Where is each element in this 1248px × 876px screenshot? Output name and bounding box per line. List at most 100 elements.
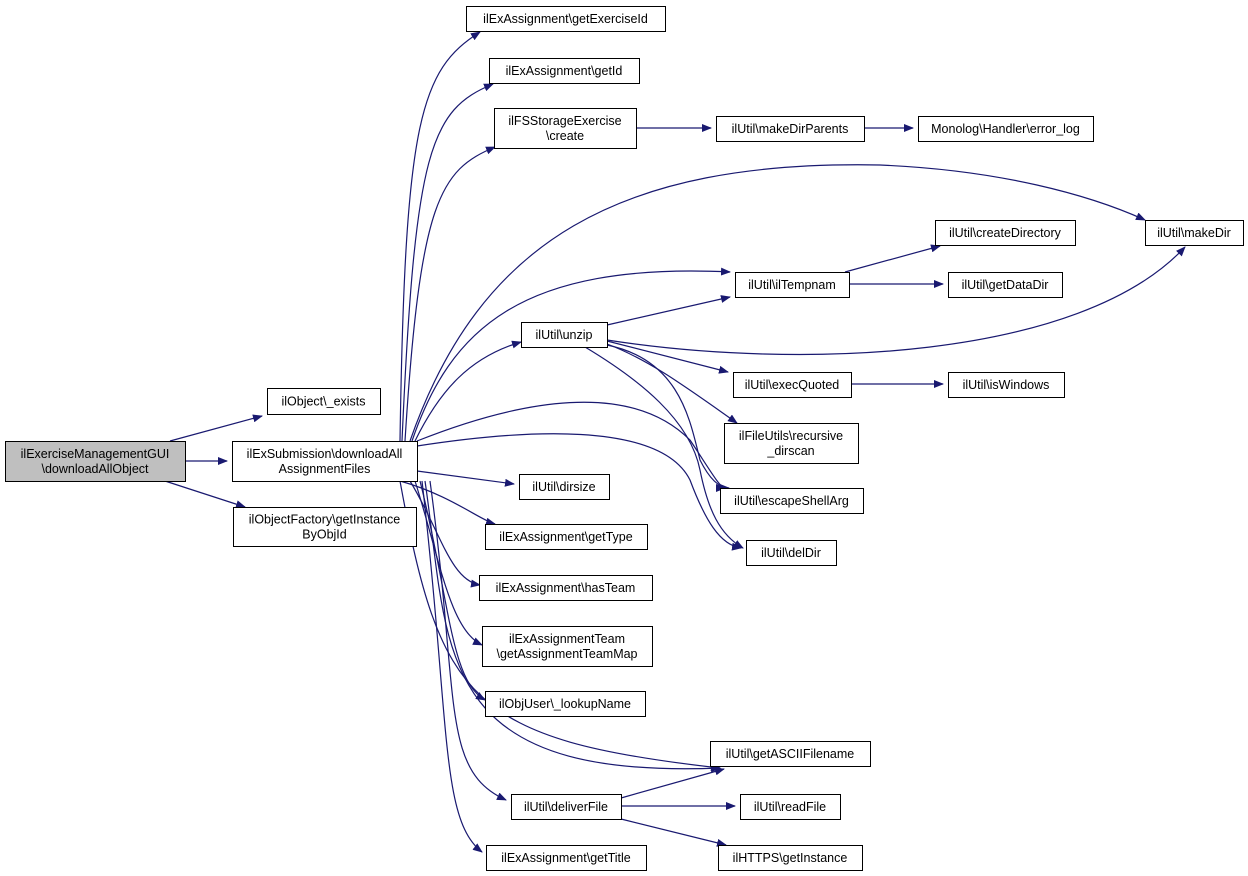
node-tempnam[interactable]: ilUtil\ilTempnam	[735, 272, 850, 298]
node-label: ilHTTPS\getInstance	[733, 851, 848, 865]
node-label: ilFSStorageExercise	[508, 114, 621, 128]
node-box	[733, 372, 852, 398]
node-get-title[interactable]: ilExAssignment\getTitle	[486, 845, 647, 871]
edge-dl-files-to-unzip	[414, 340, 522, 442]
edge-dl-files-to-make-dir	[409, 164, 1146, 442]
node-box	[740, 794, 841, 820]
node-lookup-name[interactable]: ilObjUser\_lookupName	[485, 691, 646, 717]
node-box	[5, 441, 186, 482]
node-label: ilObject\_exists	[281, 395, 365, 409]
edge-dl-files-to-get-id	[401, 83, 494, 442]
node-deliver-file[interactable]: ilUtil\deliverFile	[511, 794, 622, 820]
node-box	[735, 272, 850, 298]
node-ascii-filename[interactable]: ilUtil\getASCIIFilename	[710, 741, 871, 767]
node-label: ilUtil\deliverFile	[524, 800, 608, 814]
node-obj-exists[interactable]: ilObject\_exists	[267, 388, 381, 415]
node-box	[232, 441, 418, 482]
edge-dl-files-to-has-team	[409, 480, 481, 588]
node-root[interactable]: ilExerciseManagementGUI\downloadAllObjec…	[5, 441, 186, 482]
node-label: \create	[546, 129, 584, 143]
node-box	[485, 524, 648, 550]
node-box	[746, 540, 837, 566]
node-fs-create[interactable]: ilFSStorageExercise\create	[494, 108, 637, 149]
node-label: _dirscan	[766, 444, 814, 458]
node-team-map[interactable]: ilExAssignmentTeam\getAssignmentTeamMap	[482, 626, 653, 667]
node-box	[267, 388, 381, 415]
edge-unzip-to-tempnam	[606, 295, 731, 326]
node-https-instance[interactable]: ilHTTPS\getInstance	[718, 845, 863, 871]
edge-unzip-to-exec-quoted	[606, 340, 729, 374]
node-data-dir[interactable]: ilUtil\getDataDir	[948, 272, 1063, 298]
node-label: ilObjectFactory\getInstance	[249, 513, 401, 527]
node-box	[720, 488, 864, 514]
node-has-team[interactable]: ilExAssignment\hasTeam	[479, 575, 653, 601]
edge-tempnam-to-create-dir	[844, 244, 941, 273]
node-label: Monolog\Handler\error_log	[931, 122, 1080, 136]
edge-team-map-to-ascii-filename	[399, 480, 721, 771]
node-error-log[interactable]: Monolog\Handler\error_log	[918, 116, 1094, 142]
node-box	[485, 691, 646, 717]
node-unzip[interactable]: ilUtil\unzip	[521, 322, 608, 348]
edges-layer	[164, 31, 1186, 853]
node-del-dir[interactable]: ilUtil\delDir	[746, 540, 837, 566]
node-box	[935, 220, 1076, 246]
edge-dl-files-to-escape-shell	[416, 401, 726, 492]
node-create-dir[interactable]: ilUtil\createDirectory	[935, 220, 1076, 246]
node-is-windows[interactable]: ilUtil\isWindows	[948, 372, 1065, 398]
node-read-file[interactable]: ilUtil\readFile	[740, 794, 841, 820]
edge-dl-files-to-fs-create	[404, 146, 496, 442]
node-label: \downloadAllObject	[41, 462, 149, 476]
node-box	[479, 575, 653, 601]
node-box	[1145, 220, 1244, 246]
node-box	[948, 272, 1063, 298]
node-dl-files[interactable]: ilExSubmission\downloadAllAssignmentFile…	[232, 441, 418, 482]
node-label: ilUtil\makeDir	[1157, 226, 1231, 240]
node-get-type[interactable]: ilExAssignment\getType	[485, 524, 648, 550]
node-make-dir-parents[interactable]: ilUtil\makeDirParents	[716, 116, 865, 142]
edge-unzip-to-escape-shell	[606, 344, 730, 492]
node-label: ilExAssignment\hasTeam	[496, 581, 636, 595]
nodes-layer: ilExerciseManagementGUI\downloadAllObjec…	[5, 6, 1244, 871]
node-make-dir[interactable]: ilUtil\makeDir	[1145, 220, 1244, 246]
node-label: ilUtil\delDir	[761, 546, 821, 560]
edge-deliver-file-to-https-instance	[620, 818, 727, 847]
node-label: ilUtil\unzip	[536, 328, 593, 342]
node-box	[718, 845, 863, 871]
node-box	[918, 116, 1094, 142]
node-box	[511, 794, 622, 820]
edge-dl-files-to-get-title	[421, 480, 483, 853]
node-label: ilExerciseManagementGUI	[21, 447, 170, 461]
node-label: ilExAssignment\getExerciseId	[483, 12, 648, 26]
node-escape-shell[interactable]: ilUtil\escapeShellArg	[720, 488, 864, 514]
node-label: ilUtil\createDirectory	[949, 226, 1062, 240]
node-label: ilUtil\makeDirParents	[732, 122, 849, 136]
edge-unzip-to-del-dir	[584, 346, 744, 549]
edge-dl-files-to-team-map	[414, 480, 483, 646]
node-label: ByObjId	[302, 528, 347, 542]
node-label: ilUtil\getASCIIFilename	[726, 747, 855, 761]
edge-deliver-file-to-ascii-filename	[620, 767, 725, 799]
node-get-ex-id[interactable]: ilExAssignment\getExerciseId	[466, 6, 666, 32]
node-label: ilExAssignmentTeam	[509, 632, 625, 646]
node-label: ilFileUtils\recursive	[739, 429, 843, 443]
edge-dl-files-to-deliver-file	[429, 480, 507, 801]
node-dirsize[interactable]: ilUtil\dirsize	[519, 474, 610, 500]
edge-unzip-to-make-dir	[606, 246, 1186, 356]
node-recursive-dirscan[interactable]: ilFileUtils\recursive_dirscan	[724, 423, 859, 464]
node-label: ilUtil\ilTempnam	[748, 278, 836, 292]
node-label: ilUtil\getDataDir	[962, 278, 1049, 292]
node-label: ilExSubmission\downloadAll	[247, 447, 403, 461]
node-box	[482, 626, 653, 667]
node-exec-quoted[interactable]: ilUtil\execQuoted	[733, 372, 852, 398]
edge-dl-files-to-del-dir	[416, 433, 742, 551]
node-box	[486, 845, 647, 871]
node-get-id[interactable]: ilExAssignment\getId	[489, 58, 640, 84]
node-label: ilUtil\readFile	[754, 800, 826, 814]
node-label: ilExAssignment\getTitle	[501, 851, 630, 865]
node-label: ilUtil\dirsize	[532, 480, 595, 494]
edge-root-to-obj-exists	[169, 414, 263, 442]
edge-dl-files-to-dirsize	[416, 470, 515, 487]
node-box	[724, 423, 859, 464]
